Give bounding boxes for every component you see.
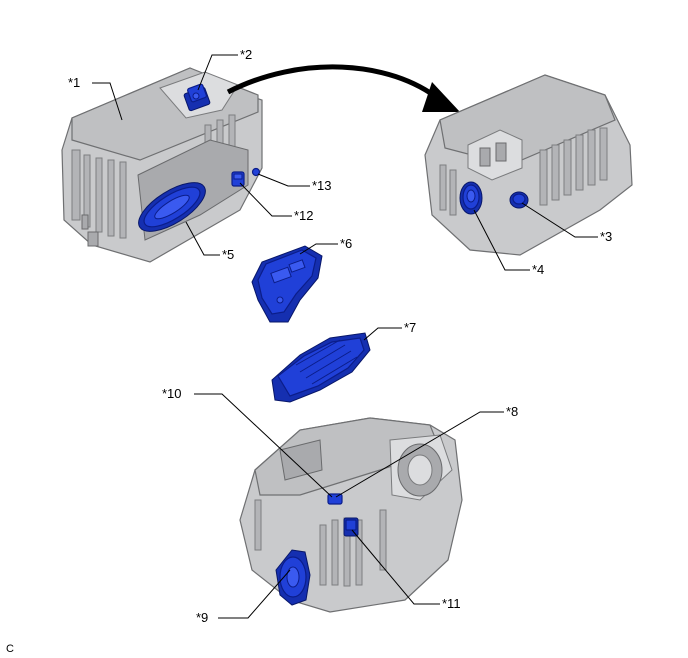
- cover-7: [271, 332, 371, 403]
- callout-11: *11: [442, 596, 461, 611]
- connector-2: [183, 83, 211, 112]
- inverter-rear-ribs: [439, 127, 608, 216]
- leader-lines: [92, 54, 598, 619]
- transaxle-assembly: [239, 417, 463, 613]
- plug-13: [251, 167, 261, 177]
- callout-8: *8: [506, 404, 518, 419]
- figure-code: C: [6, 643, 14, 655]
- callout-9: *9: [196, 610, 208, 625]
- view-arrowhead: [422, 82, 460, 112]
- callout-12: *12: [294, 208, 314, 223]
- callout-3: *3: [600, 229, 612, 244]
- callout-labels: *1 *2 *3 *4 *5 *6 *7 *8 *9 *10 *11 *12 *…: [6, 47, 612, 655]
- callout-6: *6: [340, 236, 352, 251]
- callout-4: *4: [532, 262, 544, 277]
- cover-9: [275, 549, 311, 606]
- inverter-assembly-front: [61, 67, 263, 263]
- callout-7: *7: [404, 320, 416, 335]
- view-arrow: [226, 64, 442, 102]
- connector-4: [459, 181, 483, 215]
- connector-12: [231, 171, 245, 187]
- bracket-6: [251, 245, 323, 323]
- callout-10: *10: [162, 386, 182, 401]
- sensor-11: [343, 517, 359, 537]
- callout-2: *2: [240, 47, 252, 62]
- callout-5: *5: [222, 247, 234, 262]
- connector-5: [138, 182, 206, 232]
- inverter-assembly-rear: [424, 74, 633, 256]
- callout-13: *13: [312, 178, 332, 193]
- callout-1: *1: [68, 75, 80, 90]
- cover-7-fins: [295, 339, 358, 385]
